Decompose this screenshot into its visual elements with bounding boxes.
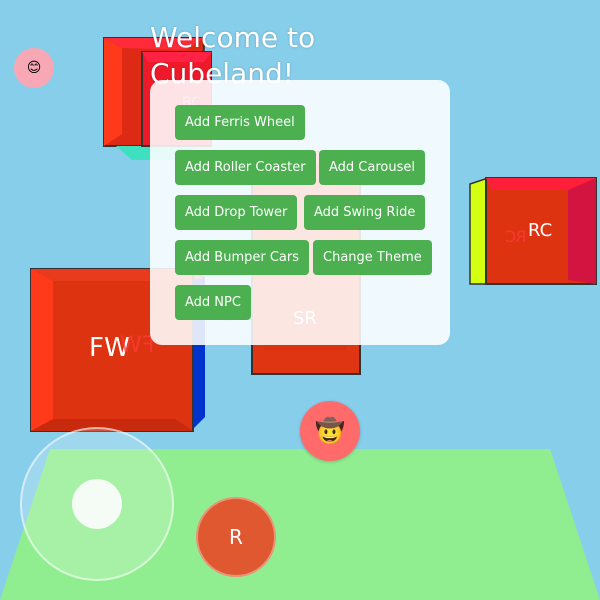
smiley-face-icon: 😊 (26, 60, 42, 76)
cube-roller-coaster-label: RC (528, 220, 553, 241)
joystick[interactable] (20, 427, 174, 581)
player-avatar-button[interactable]: 😊 (14, 48, 54, 88)
add-drop-tower-button[interactable]: Add Drop Tower (175, 195, 298, 230)
add-roller-coaster-button[interactable]: Add Roller Coaster (175, 150, 316, 185)
cube-roller-coaster[interactable] (468, 176, 598, 288)
add-bumper-cars-button[interactable]: Add Bumper Cars (175, 240, 310, 275)
cowboy-face-icon: 🤠 (315, 417, 345, 445)
r-button[interactable]: R (196, 497, 276, 577)
joystick-knob[interactable] (72, 479, 122, 529)
add-carousel-button[interactable]: Add Carousel (319, 150, 425, 185)
npc-button[interactable]: 🤠 (300, 401, 360, 461)
add-swing-ride-button[interactable]: Add Swing Ride (304, 195, 426, 230)
cube-roller-coaster-label-mirror: RC (505, 227, 527, 246)
cube-ferris-wheel-label: FW (89, 333, 130, 363)
cube-ferris-wheel-label-mirror: FW (120, 333, 155, 358)
change-theme-button[interactable]: Change Theme (313, 240, 432, 275)
add-npc-button[interactable]: Add NPC (175, 285, 251, 320)
menu-panel: Add Ferris Wheel Add Roller Coaster Add … (150, 80, 450, 345)
add-ferris-wheel-button[interactable]: Add Ferris Wheel (175, 105, 305, 140)
